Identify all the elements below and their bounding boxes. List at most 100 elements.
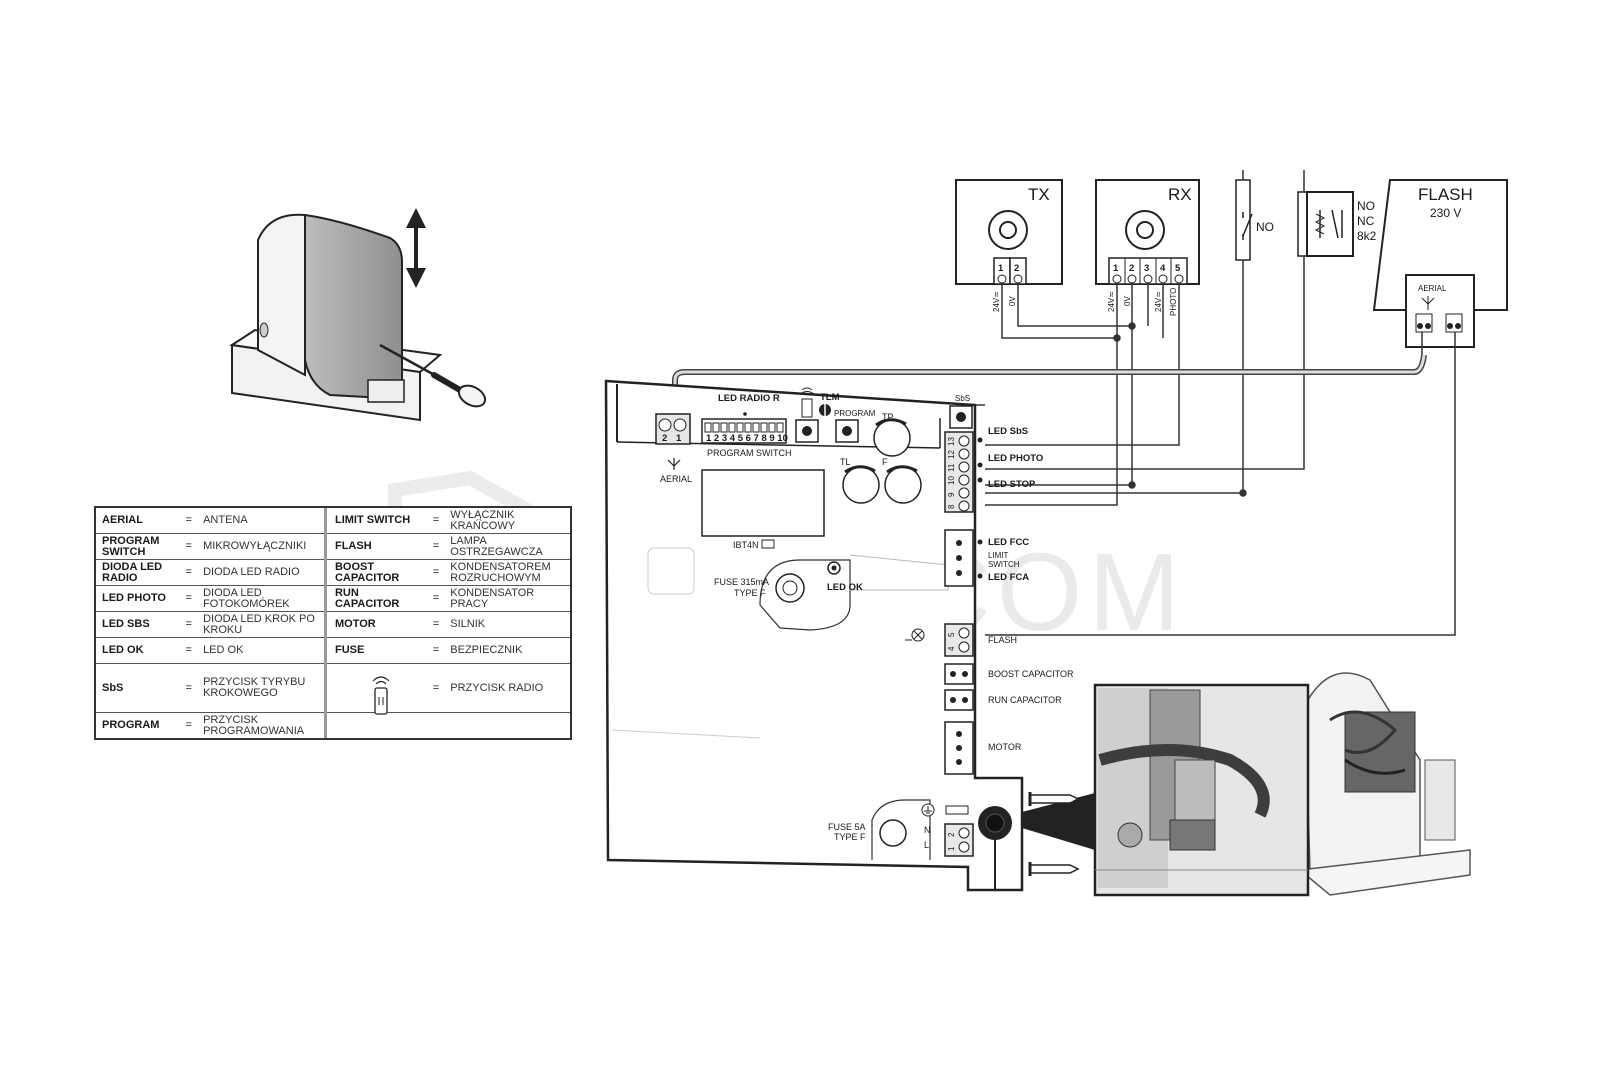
legend-value: LAMPA OSTRZEGAWCZA [447, 533, 571, 560]
flash-board-icon [905, 628, 925, 642]
dip-switches [704, 422, 784, 433]
dip-numbers: 1 2 3 4 5 6 7 8 9 10 [706, 433, 788, 444]
legend-value: PRZYCISK RADIO [447, 663, 571, 713]
safety-nc-label: NC [1357, 214, 1375, 228]
flash-term-4: 4 [947, 646, 956, 651]
legend-key: DIODA LED RADIO [95, 559, 178, 586]
legend-key: LED OK [95, 637, 178, 664]
legend-separator [323, 663, 327, 713]
legend-value: SILNIK [447, 611, 571, 638]
legend-value: DIODA LED KROK PO KROKU [200, 611, 324, 638]
legend-equals: = [177, 533, 201, 560]
rx-term-1: 1 [1113, 263, 1119, 274]
led-ok-label: LED OK [827, 582, 863, 593]
legend-equals: = [177, 712, 201, 740]
flash-lamp: FLASH 230 V AERIAL [1372, 179, 1508, 348]
tx-wire-24v: 24V≂ [992, 291, 1001, 312]
screw-icon [1028, 792, 1080, 806]
led-fca-label: LED FCA [988, 572, 1029, 583]
legend-key: PROGRAM SWITCH [95, 533, 178, 560]
rx-term-2: 2 [1129, 263, 1134, 274]
limit-switch-label-1: LIMIT [988, 551, 1009, 560]
legend-key: SbS [95, 663, 178, 713]
legend-key: MOTOR [326, 611, 425, 638]
flash-aerial-label: AERIAL [1418, 284, 1447, 293]
fuse1-label-1: FUSE 315mA [714, 577, 769, 587]
legend-separator [323, 611, 327, 638]
remote-icon [799, 387, 815, 418]
legend-equals: = [177, 559, 201, 586]
legend-equals: = [424, 507, 448, 534]
legend-equals: = [177, 585, 201, 612]
legend-separator [323, 585, 327, 612]
legend-key: RUN CAPACITOR [326, 585, 425, 612]
legend-value: DIODA LED FOTOKOMÓREK [200, 585, 324, 612]
zoom-inset [1022, 683, 1310, 897]
legend-equals: = [177, 507, 201, 534]
legend-value: KONDENSATOREM ROZRUCHOWYM [447, 559, 571, 586]
up-down-arrow-icon [406, 208, 426, 288]
screw-icon [1028, 862, 1080, 876]
legend-value: PRZYCISK PROGRAMOWANIA [200, 712, 324, 740]
power-term-2: 2 [947, 832, 956, 837]
tx-photocell: TX 1 2 24V≂ 0V [955, 179, 1063, 312]
legend-separator [323, 533, 327, 560]
legend-key: FUSE [326, 637, 425, 664]
motor-label: MOTOR [988, 742, 1022, 752]
legend-separator [323, 507, 327, 534]
sbs-label: SbS [955, 394, 970, 403]
n-label: N [924, 825, 931, 835]
legend-separator [323, 559, 327, 586]
safety-8k2-label: 8k2 [1357, 229, 1377, 243]
term-10: 10 [947, 476, 956, 485]
tp-label: TP [882, 412, 894, 422]
legend-key: AERIAL [95, 507, 178, 534]
tlm-label: TLM [820, 392, 840, 403]
legend-row: SbS=PRZYCISK TYRYBU KROKOWEGO=PRZYCISK R… [95, 663, 571, 713]
aerial-term-1: 1 [676, 433, 682, 444]
board-aerial-label: AERIAL [660, 474, 692, 484]
legend-key [326, 712, 425, 740]
f-label: F [882, 457, 888, 467]
led-sbs-label: LED SbS [988, 426, 1028, 437]
led-stop-label: LED STOP [988, 479, 1036, 490]
legend-separator [323, 637, 327, 664]
legend-remote-icon [372, 676, 390, 715]
legend-separator [323, 712, 327, 739]
stop-switch: NO [1235, 179, 1274, 261]
flash-title: FLASH [1418, 185, 1473, 204]
run-capacitor-label: RUN CAPACITOR [988, 695, 1062, 705]
legend-equals: = [424, 637, 448, 664]
program-switch-label: PROGRAM SWITCH [707, 448, 792, 458]
motor-photo [1298, 672, 1471, 896]
rx-title: RX [1168, 185, 1192, 204]
power-term-1: 1 [947, 846, 956, 851]
legend-equals: = [177, 637, 201, 664]
term-11: 11 [947, 463, 956, 472]
legend-row: PROGRAM=PRZYCISK PROGRAMOWANIA [95, 712, 571, 740]
legend-key: LED PHOTO [95, 585, 178, 612]
rx-term-3: 3 [1144, 263, 1149, 274]
legend-value: LED OK [200, 637, 324, 664]
term-12: 12 [947, 450, 956, 459]
term-8: 8 [947, 504, 956, 509]
legend-equals: = [424, 611, 448, 638]
rx-wire-5: PHOTO [1169, 288, 1178, 316]
rx-wire-4: 24V≂ [1154, 291, 1163, 312]
program-label: PROGRAM [834, 409, 876, 418]
legend-equals: = [177, 663, 201, 713]
legend-key: LIMIT SWITCH [326, 507, 425, 534]
legend-value: DIODA LED RADIO [200, 559, 324, 586]
legend-value: WYŁĄCZNIK KRAŃCOWY [447, 507, 571, 534]
ground-icon [921, 803, 935, 817]
tx-wire-0v: 0V [1008, 296, 1017, 306]
led-fcc-label: LED FCC [988, 537, 1029, 548]
safety-no-label: NO [1357, 199, 1375, 213]
